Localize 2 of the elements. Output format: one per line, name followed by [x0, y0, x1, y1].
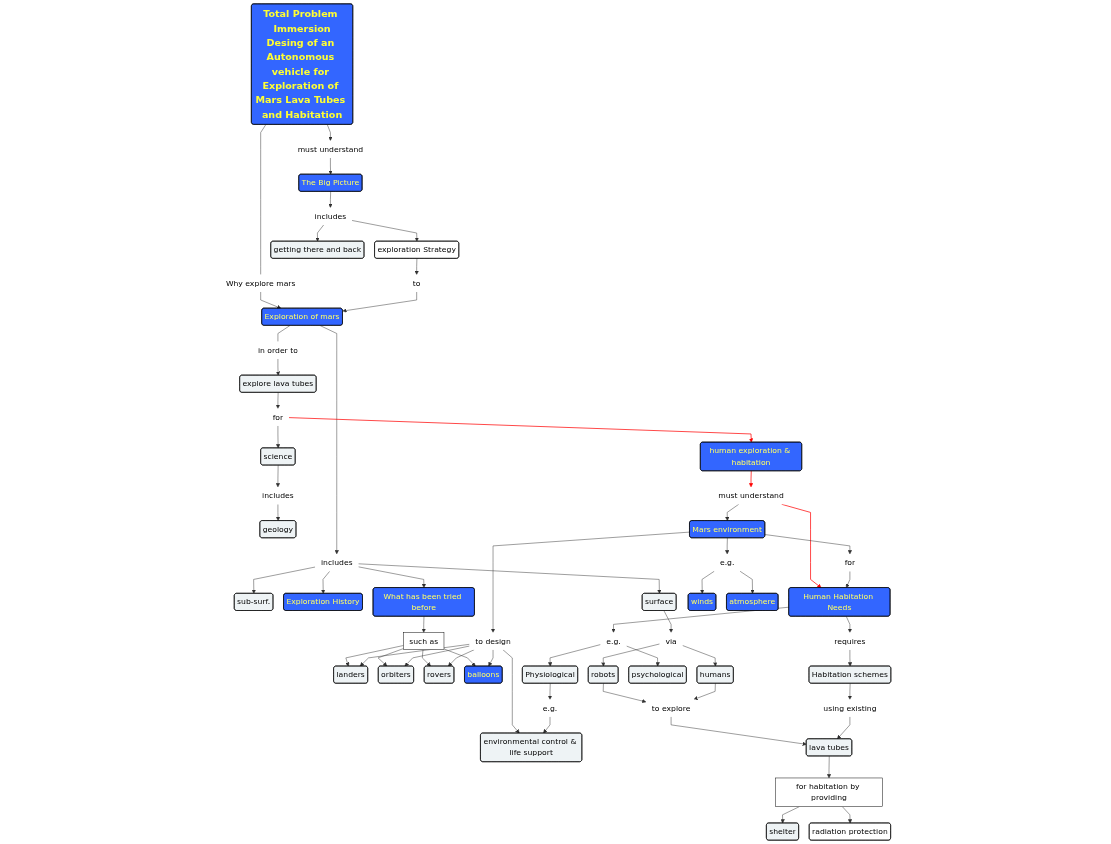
connector: [277, 325, 291, 342]
connector: [260, 124, 267, 275]
